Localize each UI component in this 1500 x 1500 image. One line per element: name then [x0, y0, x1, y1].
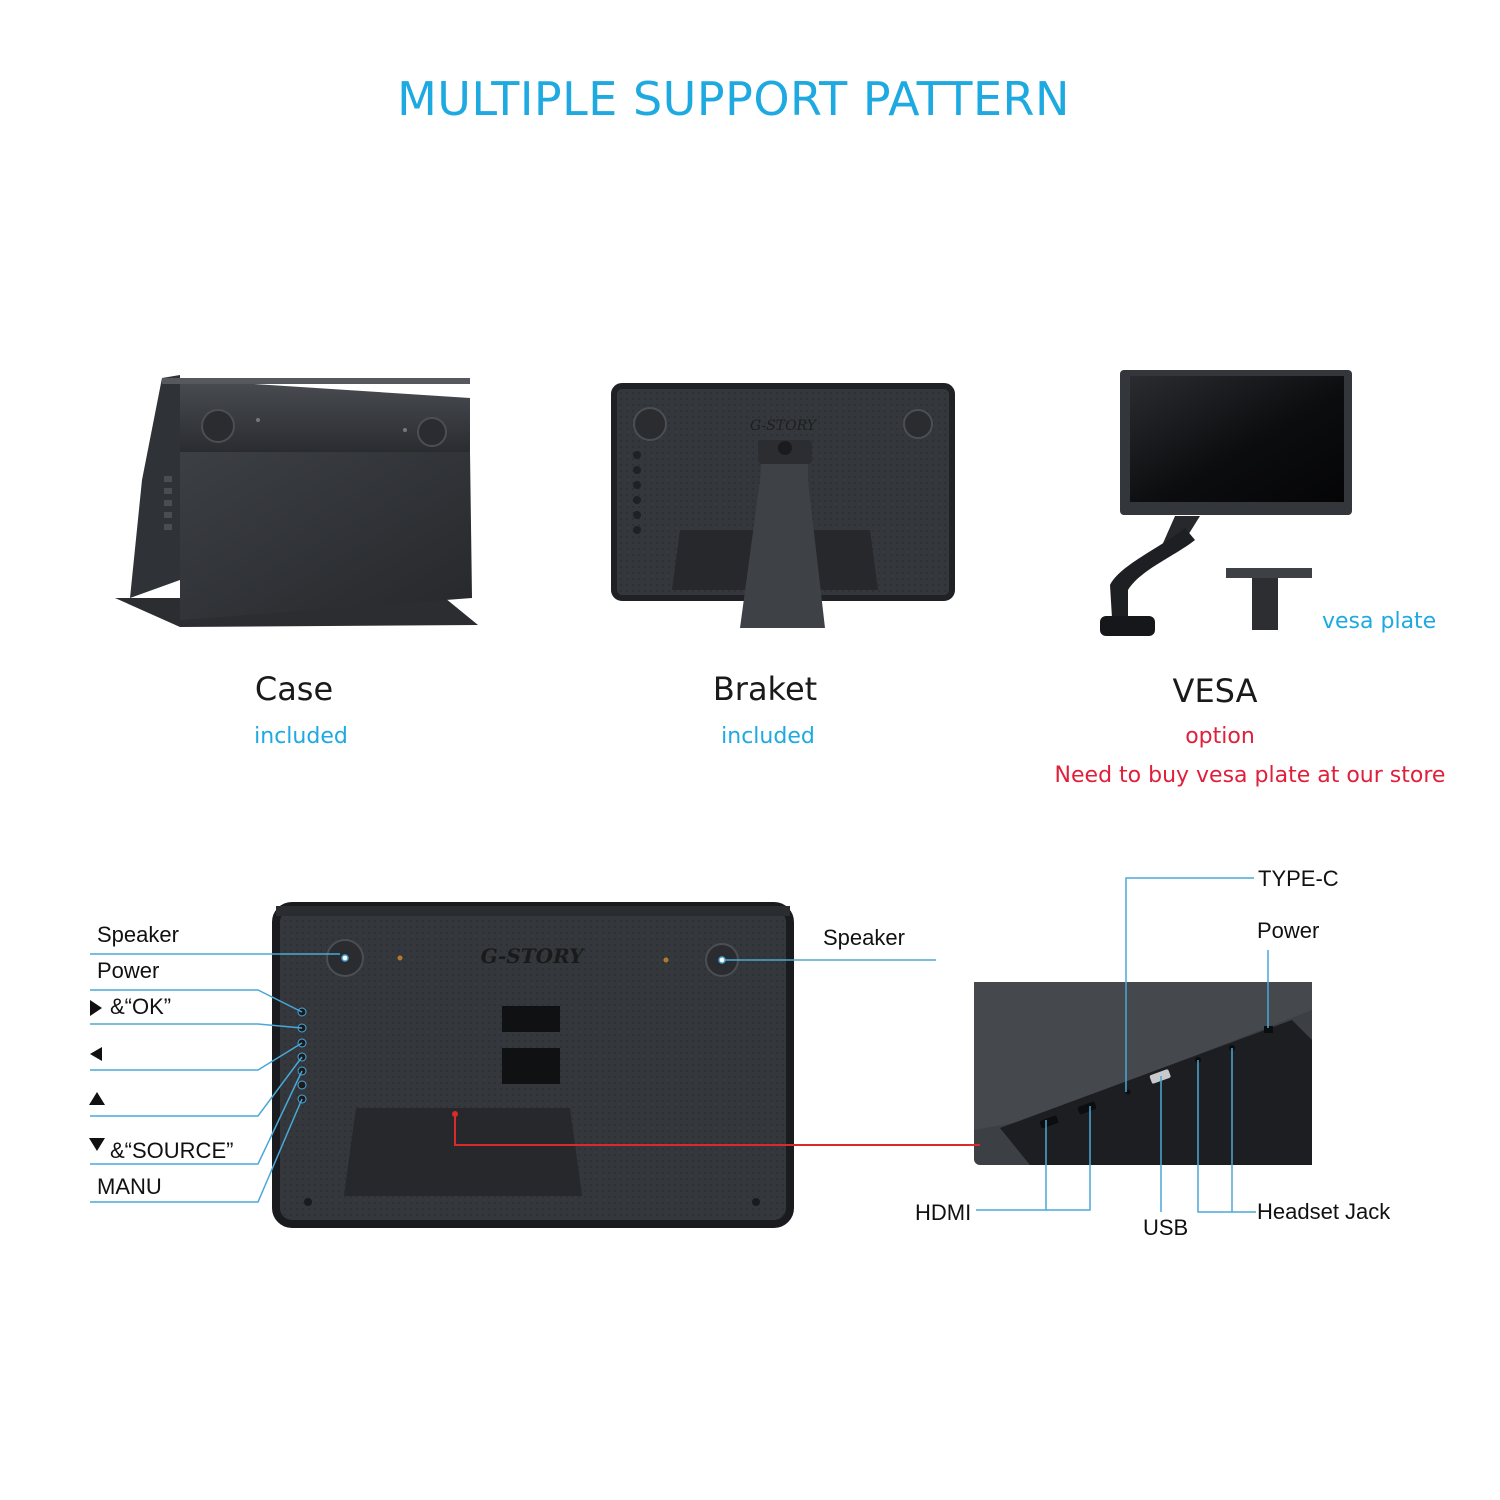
left-callout-lines	[90, 953, 936, 1203]
label-power-left: Power	[97, 958, 160, 983]
label-ok: &“OK”	[110, 994, 172, 1019]
bracket-image: G-STORY	[611, 383, 955, 628]
option-case-status: included	[254, 724, 348, 749]
option-vesa-note: Need to buy vesa plate at our store	[1054, 763, 1446, 788]
right-callout-lines	[976, 877, 1269, 1213]
option-vesa-status: option	[1185, 724, 1255, 749]
button-arrow-icons	[89, 1000, 105, 1151]
right-arrow-icon	[90, 1000, 102, 1016]
vesa-plate-image	[1226, 568, 1312, 630]
vesa-monitor-image	[1100, 370, 1352, 636]
label-usb: USB	[1143, 1215, 1189, 1240]
label-hdmi: HDMI	[915, 1200, 972, 1225]
label-power-port: Power	[1257, 918, 1320, 943]
option-bracket-name: Braket	[712, 670, 818, 708]
label-menu: MANU	[97, 1174, 162, 1199]
ports-closeup-image	[974, 982, 1312, 1165]
bracket-brand-text: G-STORY	[750, 418, 818, 434]
option-bracket-status: included	[721, 724, 815, 749]
left-callout-dots	[341, 954, 726, 964]
red-connector-line	[454, 1114, 980, 1146]
vesa-plate-label: vesa plate	[1322, 609, 1437, 634]
up-arrow-icon	[89, 1092, 105, 1105]
rear-brand-text: G-STORY	[481, 944, 586, 968]
page-title: MULTIPLE SUPPORT PATTERN	[397, 72, 1070, 126]
left-arrow-icon	[90, 1047, 102, 1061]
case-image	[115, 375, 478, 627]
label-headset-jack: Headset Jack	[1257, 1199, 1391, 1224]
option-vesa-name: VESA	[1172, 672, 1258, 710]
down-arrow-icon	[89, 1138, 105, 1151]
label-source: &“SOURCE”	[110, 1138, 234, 1163]
label-type-c: TYPE-C	[1258, 866, 1339, 891]
label-speaker-left: Speaker	[97, 922, 179, 947]
option-case-name: Case	[254, 670, 334, 708]
red-connector-dot	[452, 1111, 458, 1117]
label-speaker-right: Speaker	[823, 925, 905, 950]
